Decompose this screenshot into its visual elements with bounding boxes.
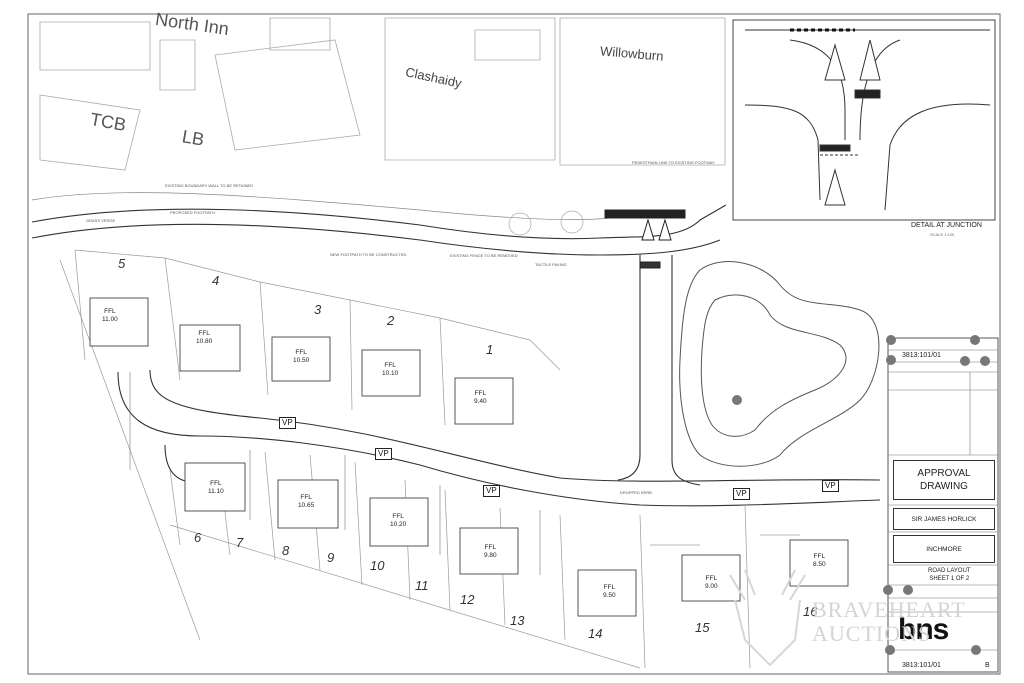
- plot-number-7: 7: [236, 535, 244, 550]
- plot-number-5: 5: [118, 256, 126, 271]
- plot-number-16: 16: [803, 604, 818, 619]
- note-new-footpath: NEW FOOTPATH TO BE CONSTRUCTED: [330, 252, 407, 257]
- plot-number-14: 14: [588, 626, 603, 641]
- drawing-number-top: 3813:101/01: [902, 352, 941, 359]
- note-existing-wall: EXISTING BOUNDARY WALL TO BE RETAINED: [165, 183, 254, 188]
- area-label-lb: LB: [180, 126, 206, 150]
- note-pedestrian-link: PEDESTRIAN LINK TO EXISTING FOOTWAY: [632, 160, 715, 165]
- access-road: [617, 255, 701, 486]
- visitor-parking-marker: VP: [733, 488, 750, 500]
- trees: [508, 210, 584, 236]
- visitor-parking-marker: VP: [279, 417, 296, 429]
- dimension-lines: [129, 372, 800, 575]
- junction-main: [604, 209, 686, 269]
- plot-number-11: 11: [415, 578, 429, 593]
- project-name: INCHMORE: [893, 535, 995, 563]
- note-verge: GRASS VERGE: [86, 218, 116, 223]
- visitor-parking-marker: VP: [483, 485, 500, 497]
- note-tactile: TACTILE PAVING: [535, 262, 567, 267]
- plot-number-10: 10: [370, 558, 385, 573]
- client-name: SIR JAMES HORLICK: [893, 508, 995, 530]
- loop-road: [679, 261, 880, 467]
- plot-number-2: 2: [387, 313, 395, 328]
- plot-number-1: 1: [486, 342, 494, 357]
- revision-letter: B: [985, 662, 990, 669]
- junction-detail-frame: [732, 19, 996, 221]
- sheet-border: [27, 13, 1001, 675]
- main-road: [31, 192, 727, 256]
- junction-detail-drawing: [744, 28, 991, 211]
- plot-number-4: 4: [212, 273, 220, 288]
- plot-number-13: 13: [510, 613, 525, 628]
- plot-boundaries: [59, 249, 751, 669]
- note-existing-fence: EXISTING FENCE TO BE REMOVED: [450, 253, 518, 258]
- drawing-number-bottom: 3813:101/01: [902, 662, 941, 669]
- watermark-stag: [729, 569, 806, 667]
- note-footpath: PROPOSED FOOTPATH: [170, 210, 215, 215]
- company-logo: bns: [898, 613, 949, 646]
- plot-number-12: 12: [460, 592, 475, 607]
- punch-dots: [732, 335, 990, 655]
- plot-number-6: 6: [194, 530, 202, 545]
- detail-scale: SCALE 1:100: [930, 232, 955, 237]
- visitor-parking-marker: VP: [375, 448, 392, 460]
- plot-number-8: 8: [282, 543, 290, 558]
- plot-number-3: 3: [314, 302, 322, 317]
- house-footprints: [89, 297, 849, 617]
- note-dropped-kerb: DROPPED KERB: [620, 490, 652, 495]
- existing-buildings: [39, 17, 726, 171]
- visitor-parking-marker: VP: [822, 480, 839, 492]
- plot-number-9: 9: [327, 550, 335, 565]
- detail-title: DETAIL AT JUNCTION: [911, 222, 982, 229]
- plot-number-15: 15: [695, 620, 710, 635]
